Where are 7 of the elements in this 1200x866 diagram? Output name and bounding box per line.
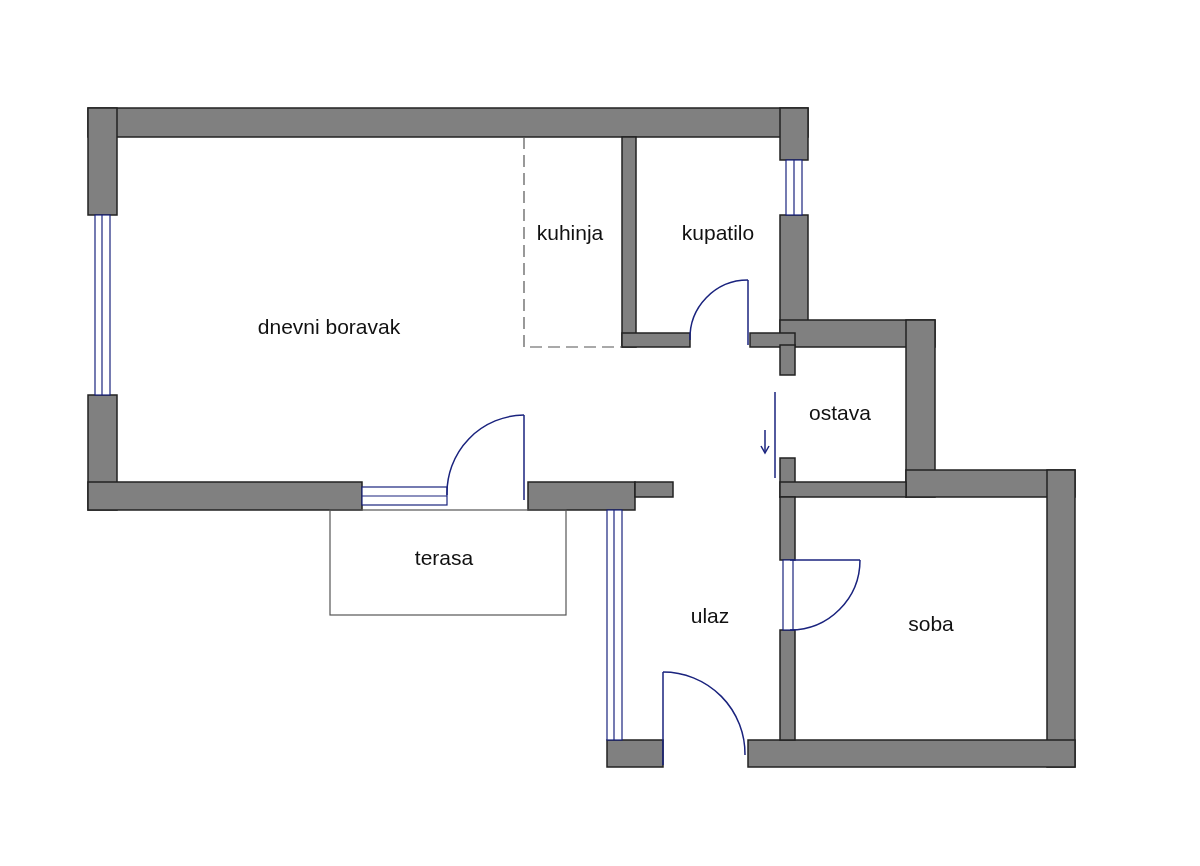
- room-label: soba: [908, 612, 954, 636]
- room-label: kuhinja: [536, 221, 604, 245]
- room-label: kupatilo: [681, 221, 755, 245]
- room-label: ostava: [809, 401, 871, 425]
- room-label: terasa: [414, 546, 474, 570]
- room-label: ulaz: [690, 604, 730, 628]
- room-label: dnevni boravak: [257, 315, 401, 339]
